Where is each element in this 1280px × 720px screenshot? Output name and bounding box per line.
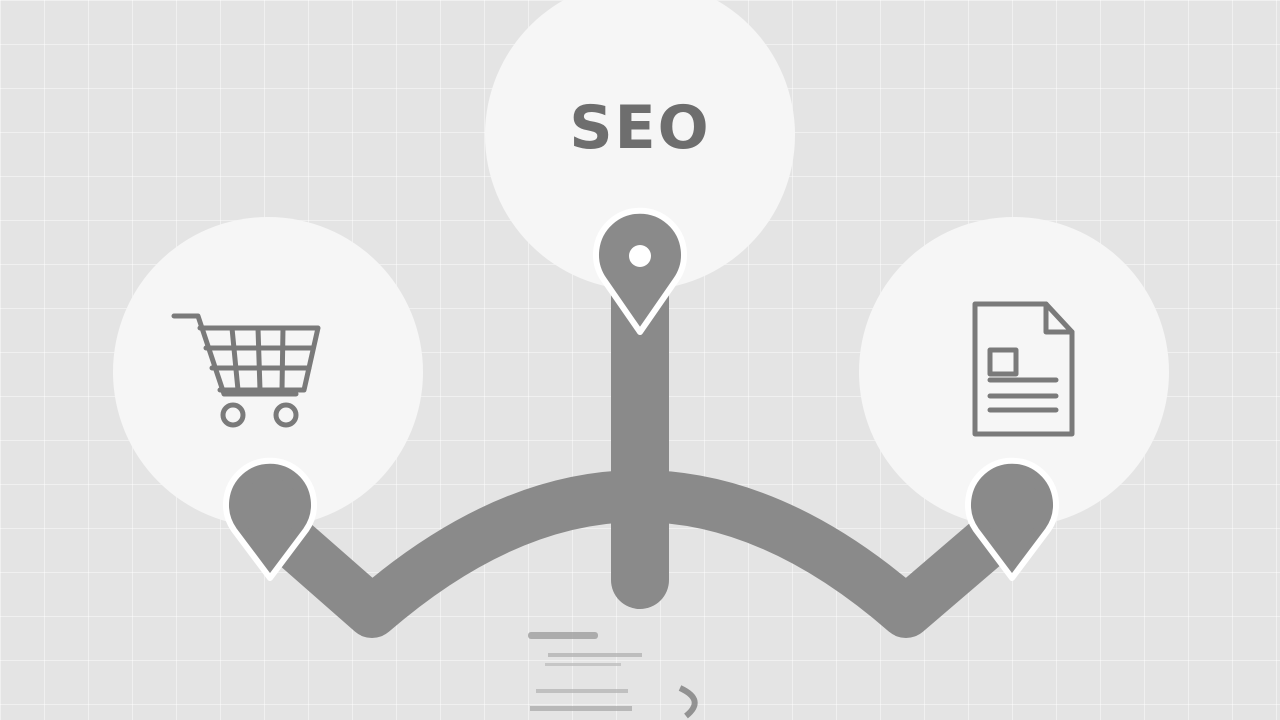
right-pin-marker	[965, 457, 1059, 581]
seo-label: SEO	[569, 93, 710, 163]
left-pin-marker	[223, 457, 317, 581]
cart-circle	[113, 217, 423, 527]
location-pin-icon	[593, 207, 687, 335]
shopping-cart-icon	[171, 313, 321, 428]
document-icon	[972, 301, 1075, 437]
seo-circle	[485, 0, 795, 290]
decorative-scribble	[528, 632, 698, 719]
